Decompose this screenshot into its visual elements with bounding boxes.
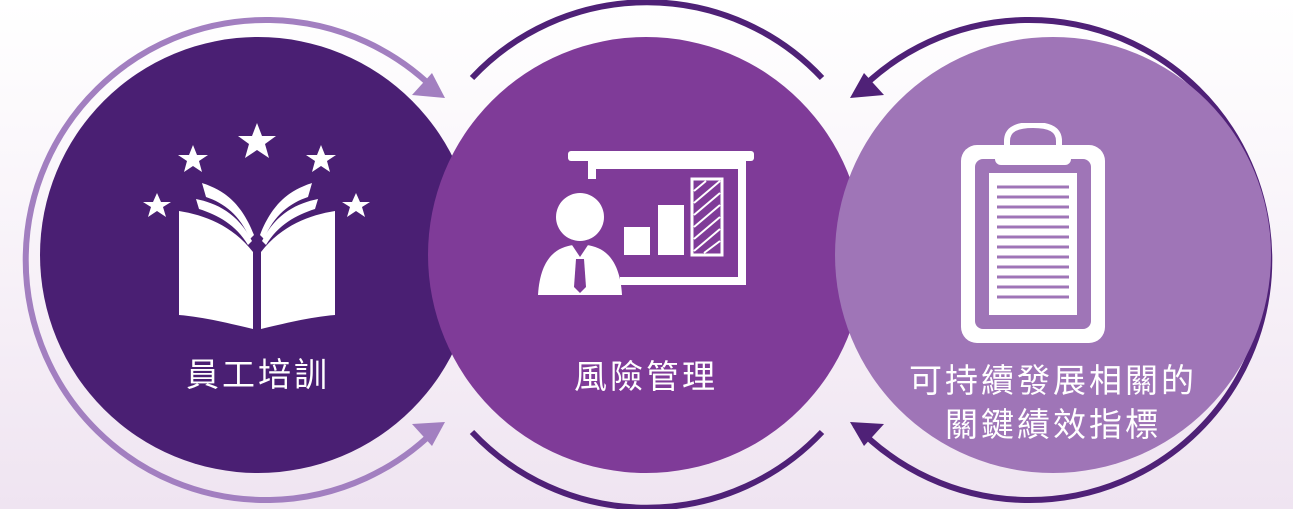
right-top-arrowhead bbox=[850, 73, 884, 98]
step-sustainability-kpis: 可持續發展相關的 關鍵績效指標 bbox=[835, 37, 1271, 473]
right-bottom-arrowhead bbox=[850, 422, 884, 446]
step-employee-training: 員工培訓 bbox=[40, 37, 476, 473]
clipboard-icon bbox=[961, 123, 1105, 343]
presenter-chart-icon bbox=[538, 151, 754, 295]
step-label: 風險管理 bbox=[428, 355, 864, 399]
step-label-line: 關鍵績效指標 bbox=[945, 405, 1161, 444]
middle-top-arc bbox=[469, 0, 825, 81]
step-label: 員工培訓 bbox=[40, 353, 476, 397]
step-risk-management: 風險管理 bbox=[428, 37, 864, 473]
left-cycle-arc bbox=[22, 17, 443, 503]
book-with-stars-icon bbox=[143, 123, 370, 329]
left-top-arrowhead bbox=[412, 73, 445, 98]
middle-bottom-arc bbox=[469, 429, 825, 509]
step-label: 可持續發展相關的 關鍵績效指標 bbox=[835, 359, 1271, 447]
step-label-line: 可持續發展相關的 bbox=[909, 361, 1197, 400]
step-label-line: 員工培訓 bbox=[186, 355, 330, 394]
step-label-line: 風險管理 bbox=[574, 357, 718, 396]
left-bottom-arrowhead bbox=[412, 422, 445, 446]
